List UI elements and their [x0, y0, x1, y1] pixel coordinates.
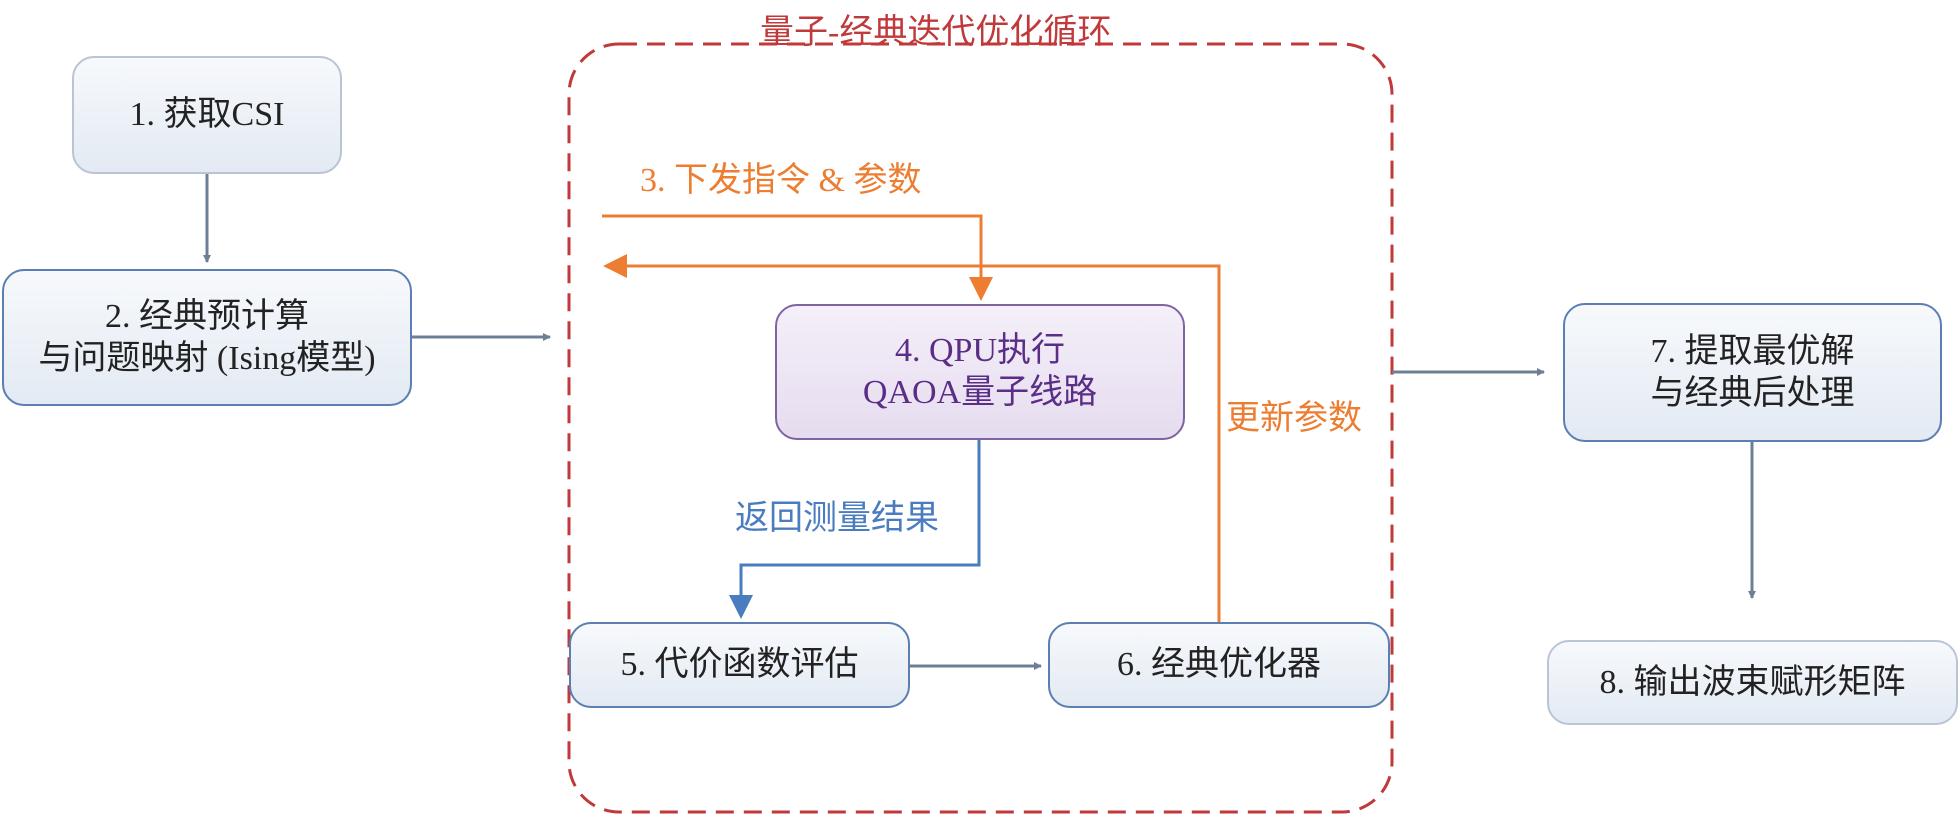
- step-4-label: 4. QPU执行: [894, 332, 1066, 369]
- send-params-label: 3. 下发指令 & 参数: [640, 162, 922, 199]
- step-6-classical-optimizer: 6. 经典优化器: [1048, 622, 1390, 708]
- loop-boundary: [567, 42, 1394, 814]
- update-params-label: 更新参数: [1226, 400, 1362, 437]
- arrow-update-params: [603, 254, 1221, 622]
- step-8-output-beamforming: 8. 输出波束赋形矩阵: [1547, 640, 1958, 725]
- step-6-label: 6. 经典优化器: [1117, 646, 1321, 683]
- step-2-classical-precompute: 2. 经典预计算 与问题映射 (Ising模型): [2, 269, 412, 406]
- loop-title: 量子-经典迭代优化循环: [760, 14, 1112, 51]
- step-4-qpu-execute: 4. QPU执行 QAOA量子线路: [775, 304, 1185, 440]
- step-7-label: 7. 提取最优解: [1650, 332, 1855, 370]
- step-5-cost-evaluation: 5. 代价函数评估: [569, 622, 910, 708]
- return-results-label: 返回测量结果: [735, 500, 939, 537]
- step-2-label: 2. 经典预计算: [105, 297, 309, 335]
- step-1-acquire-csi: 1. 获取CSI: [72, 56, 342, 174]
- arrow-send-params: [602, 214, 993, 301]
- step-8-label: 8. 输出波束赋形矩阵: [1599, 663, 1906, 701]
- arrow-return-results: [729, 440, 981, 619]
- step-2-sublabel: 与问题映射 (Ising模型): [38, 339, 376, 377]
- step-7-sublabel: 与经典后处理: [1650, 374, 1855, 412]
- step-7-extract-solution: 7. 提取最优解 与经典后处理: [1563, 303, 1942, 442]
- step-1-label: 1. 获取CSI: [129, 96, 285, 133]
- step-5-label: 5. 代价函数评估: [620, 646, 859, 683]
- step-4-sublabel: QAOA量子线路: [862, 374, 1098, 411]
